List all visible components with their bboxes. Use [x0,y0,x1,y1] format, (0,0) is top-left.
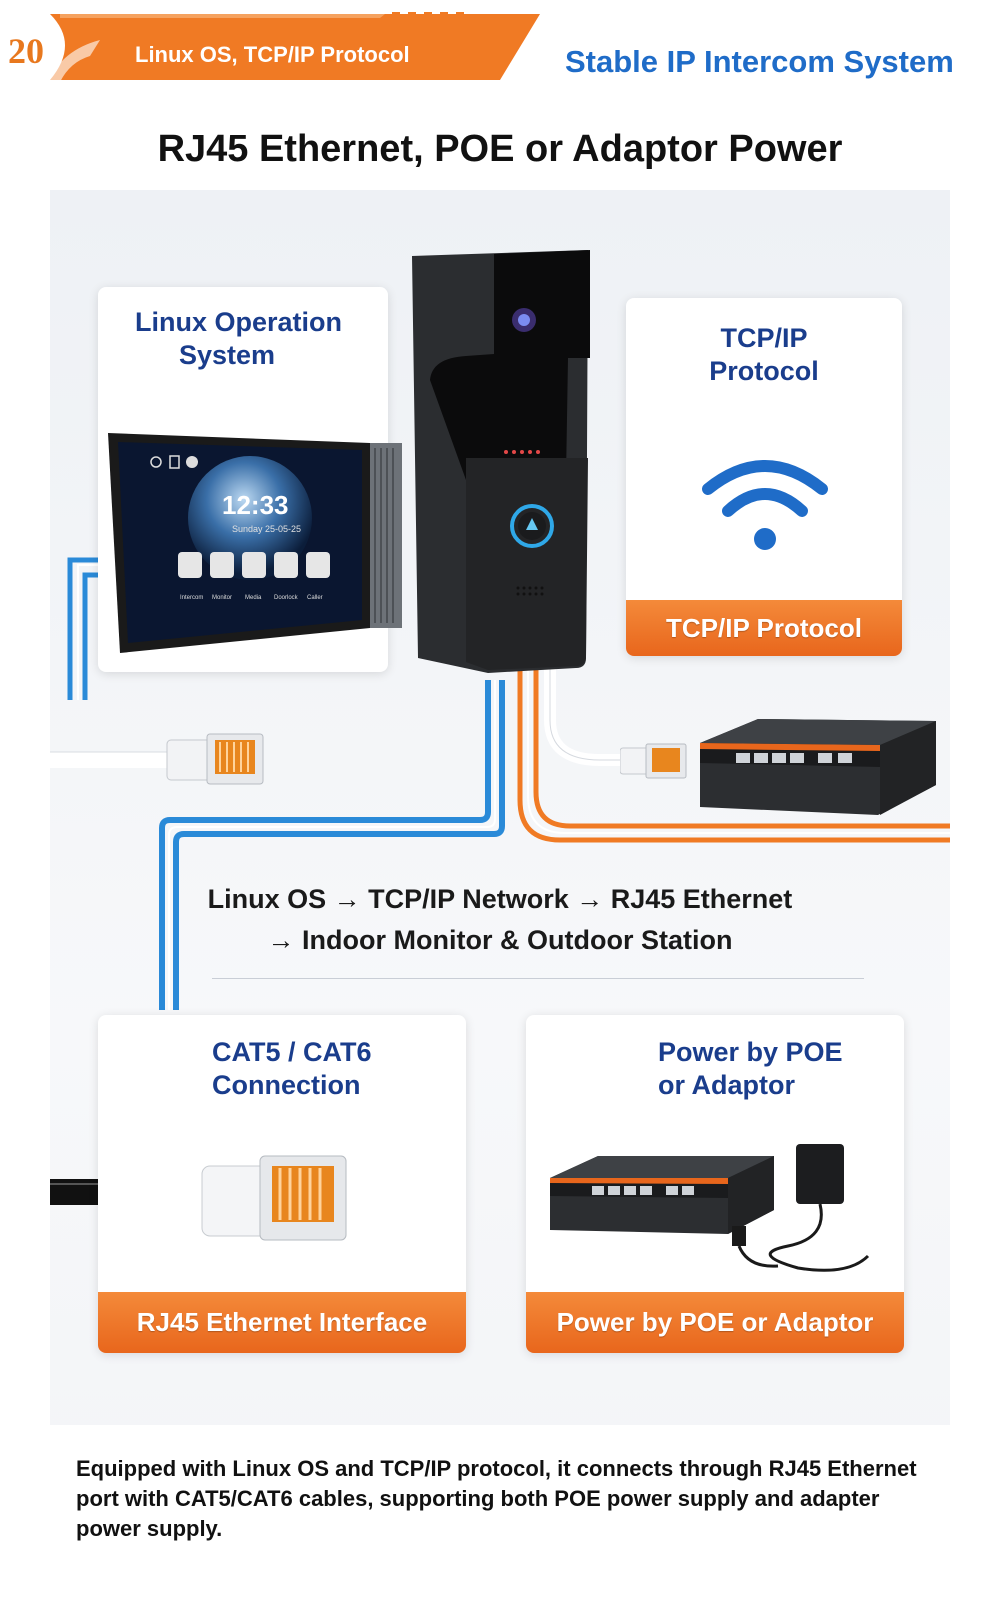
card-tcpip-label: TCP/IP Protocol [626,600,902,656]
monitor-app-monitor: Monitor [212,595,233,601]
tagline: Stable IP Intercom System [565,44,954,79]
card-linux-title: Linux Operation System [135,306,342,372]
description-box [50,1425,950,1600]
indoor-monitor-image [108,433,402,653]
card-tcpip [626,298,902,656]
poe-switch-adaptor-image [550,1144,870,1272]
card-power-title-line1: Power by POE [658,1037,843,1067]
monitor-app-doorlock: Doorlock [274,595,298,601]
card-cat-label: RJ45 Ethernet Interface [98,1292,466,1353]
divider [212,978,864,979]
wifi-icon [702,460,828,550]
monitor-date: Sunday 25-05-25 [232,524,302,534]
card-tcpip-title-line2: Protocol [709,356,819,386]
rj45-plug-image [166,733,264,785]
card-cat-title-line2: Connection [212,1070,361,1100]
card-linux-title-line2: System [179,340,276,370]
main-title: RJ45 Ethernet, POE or Adaptor Power [157,128,843,170]
card-cat-title-line1: CAT5 / CAT6 [212,1037,372,1067]
monitor-app-media: Media [245,595,262,601]
flow-line-2: → Indoor Monitor & Outdoor Station [267,925,733,955]
monitor-time: 12:33 [222,490,289,520]
card-power-title: Power by POE or Adaptor [658,1036,843,1102]
outdoor-station-image [412,250,590,673]
monitor-app-caller: Caller [307,595,323,601]
poe-switch-image [700,719,936,815]
card-linux-title-line1: Linux Operation [135,307,343,337]
monitor-app-intercom: Intercom [180,595,204,601]
card-tcpip-title-line1: TCP/IP [720,323,808,353]
section-number: 20 [8,31,44,71]
card-tcpip-title: TCP/IP Protocol [626,322,902,388]
card-power-title-line2: or Adaptor [658,1070,795,1100]
rj45-plug-switch-image [620,743,687,779]
flow-line-1: Linux OS → TCP/IP Network → RJ45 Etherne… [207,884,793,914]
description-text: Equipped with Linux OS and TCP/IP protoc… [76,1456,917,1541]
banner-text: Linux OS, TCP/IP Protocol [135,42,410,67]
header-banner [48,12,540,82]
cat-cable-plug-image [201,1155,347,1241]
card-cat-title: CAT5 / CAT6 Connection [212,1036,372,1102]
card-power-label: Power by POE or Adaptor [526,1292,904,1353]
